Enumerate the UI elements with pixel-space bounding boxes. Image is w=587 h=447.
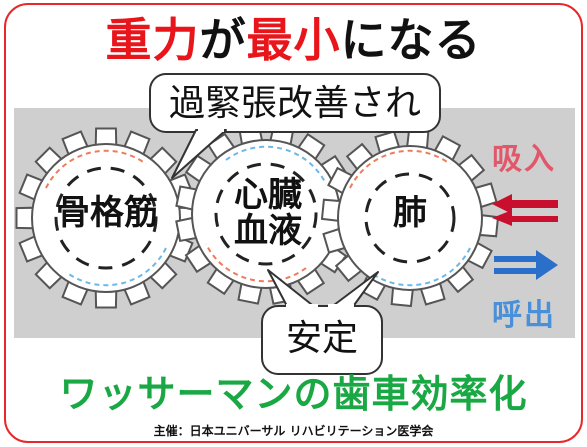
- gear-heart-label-line1: 心臓: [234, 175, 302, 215]
- gear-skeletal-muscle: [15, 127, 197, 309]
- callout-bottom: [261, 269, 383, 375]
- gear-skeletal-muscle-label: 骨格筋: [56, 193, 158, 233]
- subtitle: ワッサーマンの歯車効率化: [59, 371, 528, 416]
- callout-bottom-text: 安定: [285, 318, 358, 359]
- gear-heart-blood-label: 心臓 血液: [213, 175, 323, 251]
- gear-lung: [320, 128, 500, 308]
- callout-top-text: 過緊張改善され: [168, 83, 421, 124]
- exhale-arrow: [494, 250, 558, 280]
- title-segment-1: 重力: [105, 13, 200, 67]
- title-segment-4: になる: [340, 13, 482, 67]
- title-segment-3: 最小: [246, 13, 341, 67]
- title-segment-2: が: [199, 13, 247, 67]
- inhale-label: 吸入: [492, 142, 556, 177]
- gear-lung-label: 肺: [393, 193, 427, 233]
- inhale-arrow: [492, 194, 558, 226]
- callout-top: [149, 73, 441, 179]
- exhale-label: 呼出: [492, 298, 556, 333]
- page-title: 重力が最小になる: [0, 10, 587, 70]
- gear-heart-label-line2: 血液: [234, 210, 302, 251]
- organizer-credit: 主催：日本ユニバーサル リハビリテーション医学会: [153, 424, 434, 438]
